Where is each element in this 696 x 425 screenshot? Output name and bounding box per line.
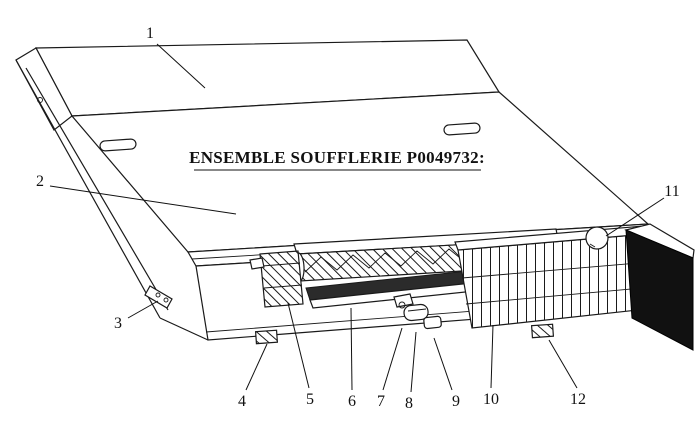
- motor-tab: [249, 257, 265, 270]
- mounting-clip-right: [530, 323, 555, 339]
- callout-5: 5: [287, 302, 314, 408]
- callout-8: 8: [405, 331, 417, 412]
- callout-label-7: 7: [377, 393, 385, 410]
- callout-7: 7: [377, 327, 403, 410]
- left-slide-rail: [15, 59, 209, 341]
- slot-right: [443, 122, 481, 136]
- capacitor: [403, 303, 429, 322]
- leader-line-9: [433, 337, 453, 391]
- callout-label-5: 5: [306, 391, 314, 408]
- leader-line-10: [490, 324, 494, 389]
- callout-label-3: 3: [114, 315, 122, 332]
- leader-line-2: [49, 185, 237, 215]
- leader-line-11: [605, 197, 665, 237]
- callout-label-1: 1: [146, 25, 154, 42]
- callout-12: 12: [548, 339, 586, 408]
- callout-6: 6: [348, 307, 356, 410]
- callout-label-6: 6: [348, 393, 356, 410]
- rail-bracket: [144, 285, 173, 309]
- leader-line-8: [410, 331, 417, 393]
- leader-line-6: [350, 307, 353, 391]
- end-cap: [624, 223, 695, 351]
- title-block: ENSEMBLE SOUFFLERIE P0049732:: [189, 148, 485, 171]
- leader-line-12: [548, 339, 578, 389]
- callout-label-8: 8: [405, 395, 413, 412]
- callout-1: 1: [146, 25, 206, 89]
- callout-label-12: 12: [570, 391, 586, 408]
- heater-element: [454, 225, 657, 329]
- callout-label-9: 9: [452, 393, 460, 410]
- leader-line-5: [287, 302, 310, 389]
- callout-3: 3: [114, 300, 159, 332]
- fixing-bracket: [393, 293, 414, 309]
- leader-line-4: [245, 343, 268, 391]
- end-cap-panel: [625, 229, 694, 351]
- terminal-block: [423, 315, 442, 330]
- motor-block: [249, 250, 304, 308]
- callout-10: 10: [483, 324, 499, 408]
- slot-left: [99, 138, 137, 152]
- callout-2: 2: [36, 173, 237, 215]
- floor-panel: [70, 91, 650, 253]
- callout-label-2: 2: [36, 173, 44, 190]
- leader-line-3: [127, 300, 159, 319]
- callout-11: 11: [605, 183, 680, 237]
- leader-line-7: [382, 327, 403, 391]
- leader-line-1: [156, 43, 206, 89]
- mounting-clip-left: [254, 329, 279, 345]
- callout-4: 4: [238, 343, 268, 410]
- callout-label-4: 4: [238, 393, 246, 410]
- left-flange: [15, 47, 73, 131]
- callout-9: 9: [433, 337, 460, 410]
- callout-label-11: 11: [664, 183, 679, 200]
- blower-assembly: [249, 228, 561, 330]
- vent-hole: [585, 226, 609, 250]
- diagram-title: ENSEMBLE SOUFFLERIE P0049732:: [189, 148, 485, 167]
- callout-label-10: 10: [483, 391, 499, 408]
